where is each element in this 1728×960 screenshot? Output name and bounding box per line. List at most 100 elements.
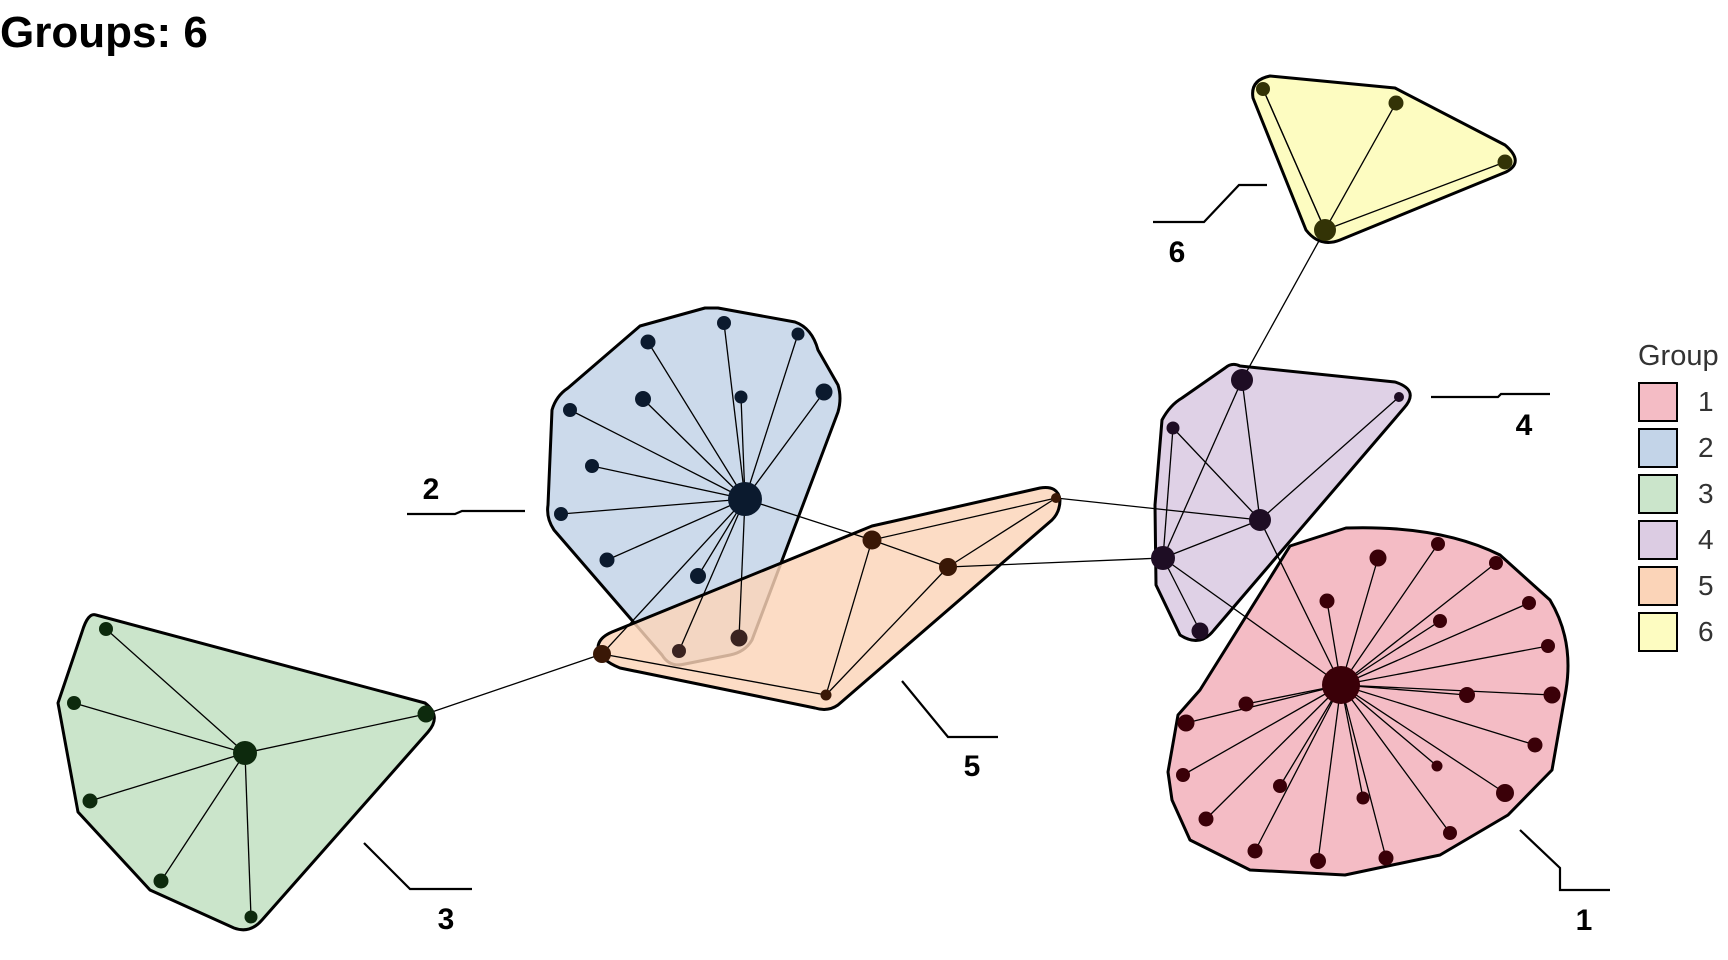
group-1-node[interactable]	[1543, 686, 1561, 704]
group-4-node[interactable]	[1151, 546, 1175, 570]
group-2-node[interactable]	[717, 316, 731, 330]
group-1-node[interactable]	[1273, 779, 1287, 793]
edge	[1279, 684, 1342, 787]
group-2-node[interactable]	[554, 507, 568, 521]
edge	[1055, 497, 1261, 521]
group-1-node[interactable]	[1177, 714, 1195, 732]
legend-item-group-3[interactable]: 3	[1638, 472, 1719, 516]
group-1-node[interactable]	[1247, 843, 1263, 859]
group-6-node[interactable]	[1314, 219, 1336, 241]
group-1-node[interactable]	[1431, 537, 1445, 551]
edge	[744, 391, 825, 500]
legend-swatch	[1638, 382, 1678, 422]
group-1-node[interactable]	[1489, 556, 1503, 570]
edge	[1340, 684, 1451, 834]
edge	[1340, 620, 1441, 686]
group-1-node[interactable]	[1176, 768, 1190, 782]
group-3-node[interactable]	[82, 793, 98, 809]
group-2-node[interactable]	[728, 482, 762, 516]
group-1-label: 1	[1576, 904, 1593, 937]
edge	[1172, 427, 1261, 521]
group-4-node[interactable]	[1191, 622, 1209, 640]
group-1-node[interactable]	[1369, 549, 1387, 567]
edge	[1162, 557, 1201, 632]
group-1-node[interactable]	[1238, 696, 1254, 712]
group-1-node[interactable]	[1541, 639, 1555, 653]
group-4-node[interactable]	[1249, 509, 1271, 531]
edge	[744, 333, 799, 500]
group-2-node[interactable]	[734, 390, 748, 404]
edge	[1340, 557, 1379, 686]
edge	[1340, 543, 1439, 686]
group-2-node[interactable]	[599, 552, 615, 568]
group-5-node[interactable]	[1051, 493, 1061, 503]
group-1-node[interactable]	[1433, 614, 1447, 628]
group-1-node[interactable]	[1443, 826, 1457, 840]
edge	[1340, 684, 1438, 767]
edge	[1259, 396, 1400, 521]
group-3-node[interactable]	[67, 696, 81, 710]
edge	[606, 498, 746, 561]
group-6-hull[interactable]	[1251, 74, 1517, 244]
group-1-node[interactable]	[1319, 593, 1335, 609]
edge	[105, 628, 246, 754]
group-2-node[interactable]	[640, 334, 656, 350]
group-2-node[interactable]	[815, 383, 833, 401]
legend-label: 3	[1698, 478, 1714, 509]
group-4-leader-line	[1431, 392, 1550, 399]
edge	[825, 539, 873, 696]
group-2-node[interactable]	[730, 629, 748, 647]
group-1-node[interactable]	[1322, 666, 1360, 704]
group-6-node[interactable]	[1497, 154, 1513, 170]
group-2-node[interactable]	[672, 644, 686, 658]
group-5-node[interactable]	[939, 558, 957, 576]
group-1-node[interactable]	[1522, 596, 1536, 610]
group-1-node[interactable]	[1198, 811, 1214, 827]
group-2-leader-line	[407, 509, 525, 516]
edge	[1340, 684, 1387, 859]
group-4-node[interactable]	[1231, 369, 1253, 391]
group-3-node[interactable]	[417, 705, 435, 723]
group-2-node[interactable]	[690, 568, 706, 584]
legend: Group 1 2 3 4 5 6	[1638, 338, 1719, 656]
group-5-node[interactable]	[862, 530, 882, 550]
legend-swatch	[1638, 428, 1678, 468]
group-3-node[interactable]	[244, 910, 258, 924]
group-2-node[interactable]	[791, 327, 805, 341]
group-1-node[interactable]	[1310, 853, 1326, 869]
group-3-node[interactable]	[153, 873, 169, 889]
edge	[89, 752, 246, 802]
edge	[1205, 684, 1342, 820]
legend-label: 4	[1698, 524, 1714, 555]
edge	[1340, 562, 1497, 686]
legend-item-group-1[interactable]: 1	[1638, 380, 1719, 424]
legend-item-group-2[interactable]: 2	[1638, 426, 1719, 470]
group-5-node[interactable]	[593, 645, 611, 663]
group-1-node[interactable]	[1431, 760, 1443, 772]
edge	[642, 398, 746, 500]
group-1-node[interactable]	[1459, 687, 1475, 703]
legend-item-group-4[interactable]: 4	[1638, 518, 1719, 562]
group-6-node[interactable]	[1388, 95, 1404, 111]
group-2-node[interactable]	[635, 391, 651, 407]
group-2-node[interactable]	[585, 459, 599, 473]
group-1-node[interactable]	[1378, 850, 1394, 866]
group-1-node[interactable]	[1527, 737, 1543, 753]
edge	[1182, 684, 1342, 776]
legend-item-group-5[interactable]: 5	[1638, 564, 1719, 608]
edge	[1340, 645, 1549, 686]
edge	[569, 409, 746, 500]
group-1-hull[interactable]	[1166, 526, 1570, 877]
group-3-node[interactable]	[233, 741, 257, 765]
group-4-node[interactable]	[1166, 421, 1180, 435]
group-5-node[interactable]	[820, 689, 832, 701]
group-3-node[interactable]	[99, 622, 113, 636]
group-4-node[interactable]	[1394, 392, 1404, 402]
group-6-node[interactable]	[1256, 82, 1270, 96]
group-1-node[interactable]	[1496, 784, 1514, 802]
legend-item-group-6[interactable]: 6	[1638, 610, 1719, 654]
group-5-label: 5	[964, 750, 981, 783]
group-2-node[interactable]	[563, 403, 577, 417]
group-1-node[interactable]	[1356, 791, 1370, 805]
